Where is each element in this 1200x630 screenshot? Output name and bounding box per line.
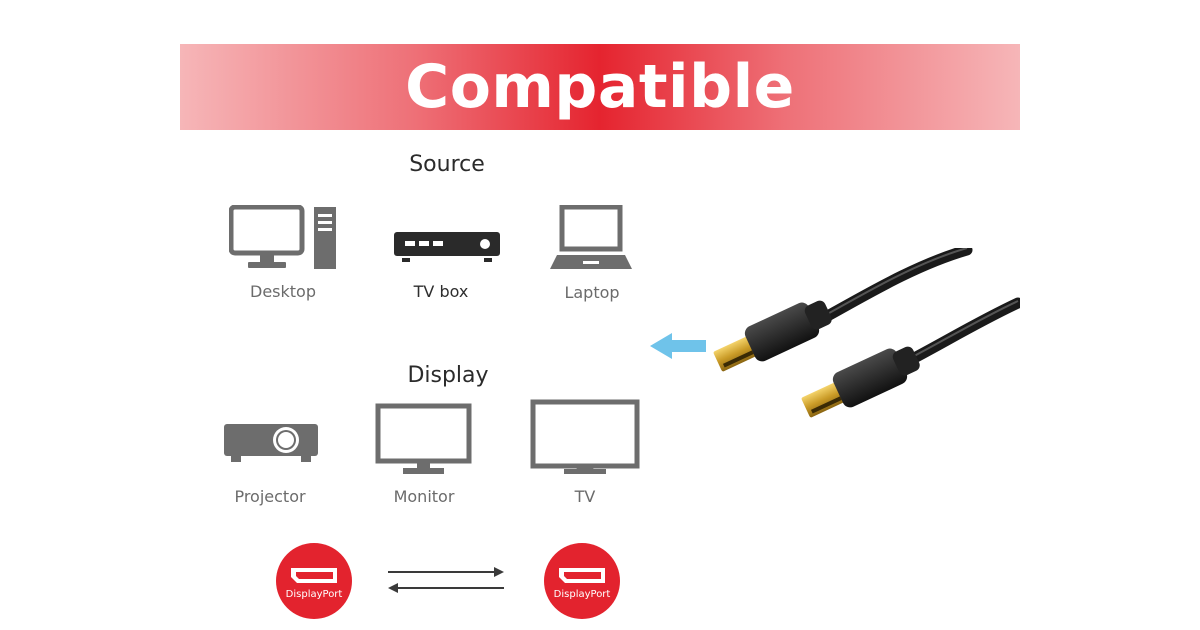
- display-title: Display: [407, 363, 489, 388]
- compatible-banner: Compatible: [180, 44, 1020, 130]
- displayport-label-right: DisplayPort: [553, 589, 611, 600]
- displayport-connector-icon: [291, 568, 337, 583]
- device-label-desktop: Desktop: [250, 282, 316, 301]
- displayport-connector-icon: [559, 568, 605, 583]
- tv-icon: [530, 399, 640, 474]
- displayport-badge-right: DisplayPort: [544, 543, 620, 619]
- device-label-monitor: Monitor: [393, 487, 455, 506]
- monitor-icon: [375, 403, 472, 474]
- bidirectional-arrow-icon: [388, 567, 504, 593]
- device-label-projector: Projector: [234, 487, 306, 506]
- device-label-laptop: Laptop: [564, 283, 620, 302]
- displayport-cable-image: [713, 248, 1020, 418]
- laptop-icon: [550, 205, 632, 269]
- device-label-tv-box: TV box: [413, 282, 469, 301]
- device-label-tv: TV: [574, 487, 596, 506]
- banner-title: Compatible: [405, 52, 795, 122]
- displayport-label-left: DisplayPort: [285, 589, 343, 600]
- arrow-left-icon: [650, 333, 706, 359]
- source-title: Source: [409, 152, 485, 177]
- projector-icon: [224, 424, 318, 462]
- displayport-badge-left: DisplayPort: [276, 543, 352, 619]
- desktop-icon: [229, 205, 336, 269]
- tv-box-icon: [394, 232, 500, 262]
